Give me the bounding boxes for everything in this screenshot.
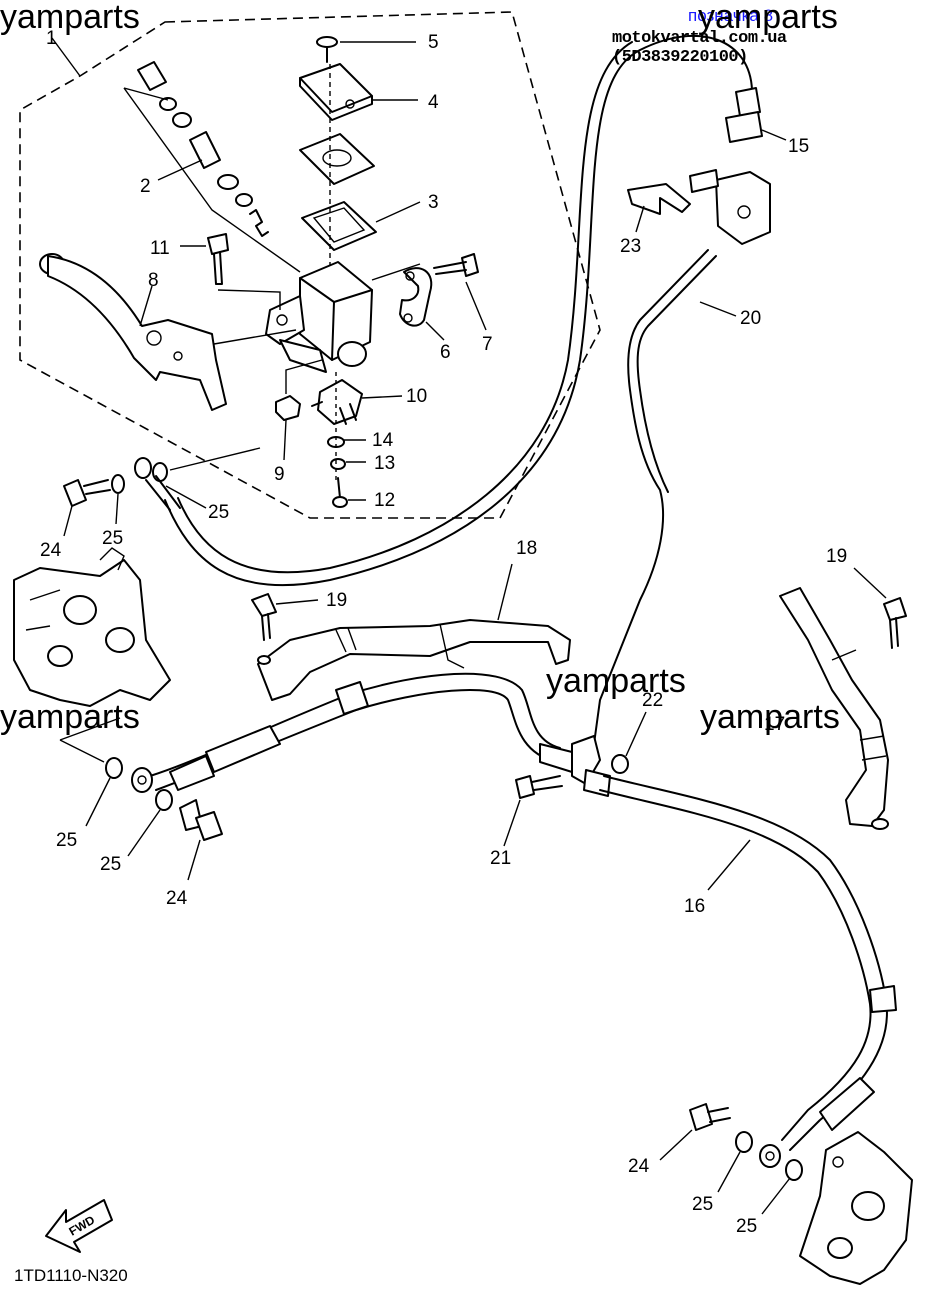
part-21-bolt bbox=[503, 775, 563, 847]
callout-12: 12 bbox=[374, 490, 395, 511]
callout-2: 2 bbox=[140, 176, 151, 197]
part-7-bolt bbox=[433, 253, 487, 331]
callout-25-lower-left-a: 25 bbox=[56, 830, 77, 851]
part-19-bolt-left bbox=[251, 593, 319, 665]
part-10-brake-switch bbox=[311, 379, 403, 425]
callout-19-right: 19 bbox=[826, 546, 847, 567]
watermark-mid-right: yamparts bbox=[700, 698, 840, 736]
callout-11: 11 bbox=[150, 238, 170, 259]
leader-1 bbox=[51, 37, 81, 77]
joint-block bbox=[539, 711, 647, 797]
callout-25-lower-right-b: 25 bbox=[736, 1216, 757, 1237]
part-13-washer bbox=[330, 458, 366, 470]
callout-18: 18 bbox=[516, 538, 537, 559]
part-24-bolt-upper bbox=[63, 474, 125, 537]
callout-24-lower-left: 24 bbox=[166, 888, 188, 909]
callout-1: 1 bbox=[46, 28, 57, 49]
callout-22: 22 bbox=[642, 690, 663, 711]
callout-25-upper-b: 25 bbox=[208, 502, 229, 523]
callout-20: 20 bbox=[740, 308, 761, 329]
hose-fitting-right bbox=[759, 985, 897, 1168]
part-23-clip bbox=[627, 183, 691, 233]
watermark-mid-left: yamparts bbox=[0, 698, 140, 736]
callout-6: 6 bbox=[440, 342, 451, 363]
header-site-text: motokvartal.com.ua (5D3839220100) bbox=[612, 29, 787, 67]
callout-4: 4 bbox=[428, 92, 439, 113]
part-16-brake-hose bbox=[603, 775, 888, 1151]
part-6-clamp bbox=[399, 267, 445, 341]
upper-brake-hose bbox=[164, 35, 753, 587]
banjo-upper bbox=[134, 447, 261, 511]
part-5-screw bbox=[316, 36, 416, 63]
master-cylinder-body bbox=[265, 261, 421, 373]
callout-13: 13 bbox=[374, 453, 395, 474]
part-11-pivot-bolt bbox=[180, 233, 281, 310]
callout-7: 7 bbox=[482, 334, 493, 355]
callout-8: 8 bbox=[148, 270, 159, 291]
callout-3: 3 bbox=[428, 192, 439, 213]
callout-17: 17 bbox=[764, 714, 785, 735]
callout-numbers: 1 2 3 4 5 6 7 8 9 10 11 12 13 14 15 16 1… bbox=[40, 28, 847, 1237]
part-19-bolt-right bbox=[853, 567, 907, 649]
part-18-hose-guide bbox=[257, 563, 571, 701]
part-9-nut bbox=[275, 359, 323, 461]
left-brake-caliper bbox=[13, 547, 171, 763]
part-24-bolt-lower-left bbox=[179, 799, 223, 881]
callout-9: 9 bbox=[274, 464, 285, 485]
fwd-arrow-icon: FWD bbox=[45, 1199, 113, 1253]
assembly-outline bbox=[19, 11, 601, 519]
leader-20 bbox=[699, 301, 737, 317]
part-3-diaphragm bbox=[299, 133, 421, 251]
part-17-hose-guide bbox=[779, 587, 889, 830]
watermarks: yamparts yamparts yamparts yamparts yamp… bbox=[0, 0, 840, 736]
watermark-top-right: yamparts bbox=[698, 0, 838, 36]
callout-16: 16 bbox=[684, 896, 705, 917]
header-link[interactable]: позначка 8 bbox=[688, 6, 774, 25]
callout-25-lower-left-b: 25 bbox=[100, 854, 121, 875]
callout-19-left: 19 bbox=[326, 590, 347, 611]
callout-24-lower-right: 24 bbox=[628, 1156, 650, 1177]
part-2-piston-kit bbox=[123, 61, 301, 273]
callout-25-upper-a: 25 bbox=[102, 528, 123, 549]
leader-16 bbox=[707, 839, 751, 891]
part-24-bolt-lower-right bbox=[659, 1103, 753, 1193]
part-15-fitting bbox=[725, 87, 787, 143]
callout-14: 14 bbox=[372, 430, 394, 451]
callout-5: 5 bbox=[428, 32, 439, 53]
part-20-brake-line bbox=[593, 249, 709, 745]
part-25-washers-lower-left bbox=[85, 757, 173, 857]
callout-25-lower-right-a: 25 bbox=[692, 1194, 713, 1215]
right-brake-caliper bbox=[761, 1131, 913, 1285]
part-12-screw bbox=[332, 477, 366, 508]
part-8-brake-lever bbox=[39, 253, 297, 411]
callout-15: 15 bbox=[788, 136, 809, 157]
upper-brake-hose-inner bbox=[177, 41, 633, 574]
callout-21: 21 bbox=[490, 848, 511, 869]
part-20-brake-line-inner bbox=[636, 255, 717, 493]
callout-10: 10 bbox=[406, 386, 427, 407]
callout-23: 23 bbox=[620, 236, 641, 257]
part-14-washer bbox=[327, 436, 366, 448]
part-16-brake-hose-inner bbox=[599, 789, 872, 1141]
diagram-code: 1TD1110-N320 bbox=[14, 1266, 128, 1285]
watermark-top-left: yamparts bbox=[0, 0, 140, 36]
watermark-center: yamparts bbox=[546, 662, 686, 700]
bracket-mount bbox=[689, 169, 771, 245]
callout-24-upper: 24 bbox=[40, 540, 62, 561]
part-4-cap bbox=[299, 63, 418, 121]
hose-fitting-left bbox=[131, 681, 369, 793]
